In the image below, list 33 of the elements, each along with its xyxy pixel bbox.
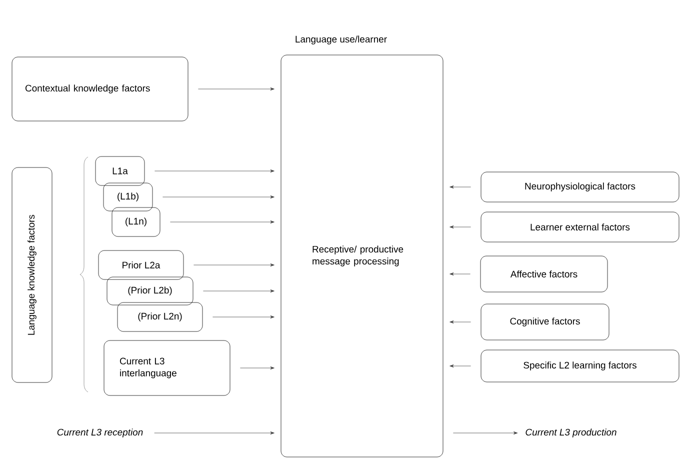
- arrow: [240, 366, 274, 370]
- arrow: [450, 364, 471, 368]
- factor-box: Current L3 interlanguage: [104, 340, 230, 396]
- factor-box: Neurophysiological factors: [480, 172, 680, 202]
- arrow: [154, 431, 274, 434]
- factor-box: L1a: [95, 156, 145, 186]
- arrow: [203, 289, 274, 292]
- arrow: [162, 195, 274, 198]
- flow-label: Current L3 reception: [57, 428, 143, 438]
- arrow: [450, 185, 471, 188]
- factor-box: Contextual knowledge factors: [12, 56, 188, 122]
- arrow: [194, 263, 274, 266]
- factor-box: (Prior L2n): [117, 302, 203, 332]
- flow-label: Current L3 production: [526, 428, 616, 438]
- factor-box: (L1n): [112, 207, 160, 237]
- arrow: [212, 315, 274, 318]
- arrow: [170, 220, 274, 224]
- factor-box: Learner external factors: [480, 212, 680, 242]
- factor-box: Prior L2a: [98, 250, 184, 280]
- title: Language use/learner: [296, 36, 387, 44]
- factor-box: Affective factors: [480, 256, 608, 292]
- arrow: [154, 169, 274, 172]
- factor-box: Specific L2 learning factors: [480, 350, 680, 382]
- factor-box: Language knowledge factors: [12, 167, 52, 383]
- arrow: [450, 320, 471, 324]
- process-box: Receptive/ productive message processing: [280, 54, 444, 458]
- factor-box: Cognitive factors: [480, 304, 610, 340]
- arrow: [450, 225, 471, 228]
- arrow: [198, 87, 274, 90]
- factor-box: (L1b): [103, 182, 153, 212]
- arrow: [453, 431, 518, 434]
- factor-box: (Prior L2b): [106, 276, 194, 306]
- arrow: [450, 272, 470, 276]
